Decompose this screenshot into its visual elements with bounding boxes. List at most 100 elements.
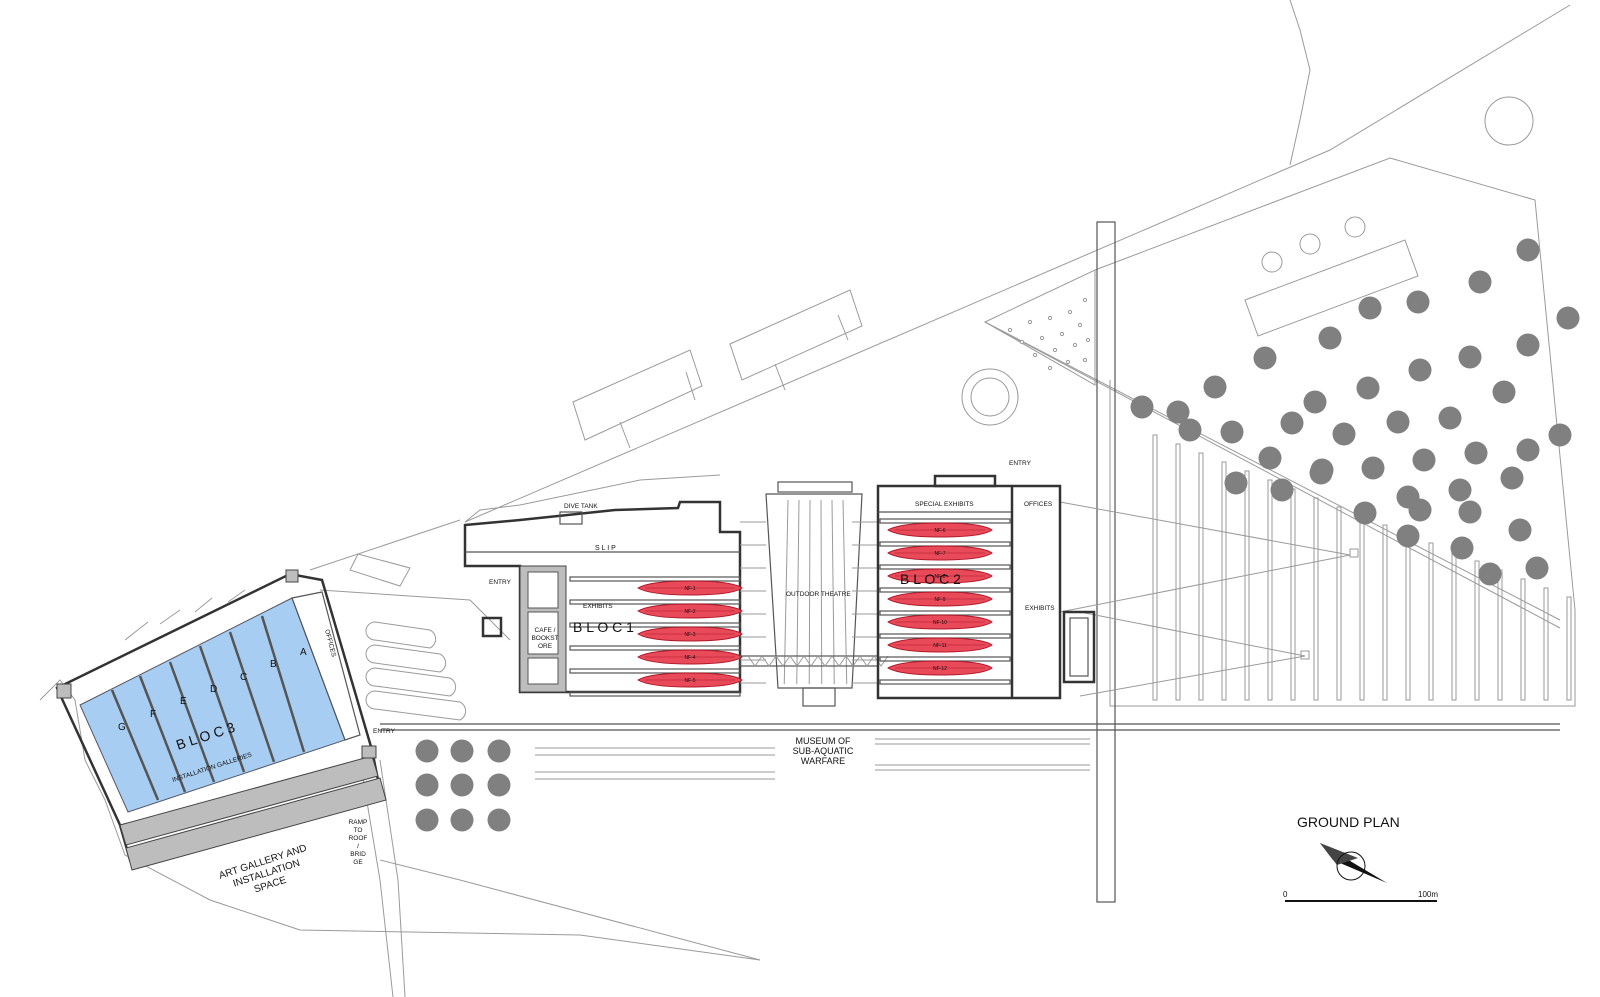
plaza-dot-3 bbox=[1067, 309, 1073, 315]
bloc2-row-6 bbox=[879, 656, 1011, 662]
bloc2-row-3 bbox=[879, 587, 1011, 593]
tree-7 bbox=[1253, 346, 1277, 370]
tree-lower-8 bbox=[487, 808, 511, 832]
entry-label-bloc3: ENTRY bbox=[373, 728, 396, 735]
gallery-letter-e: E bbox=[180, 696, 187, 707]
plaza-dot-14 bbox=[1082, 357, 1088, 363]
bloc2-row-4 bbox=[879, 610, 1011, 616]
museum-label-line1: MUSEUM OF bbox=[796, 736, 852, 746]
submarine-nf-9: NF-9 bbox=[887, 591, 993, 607]
theatre-line-4 bbox=[831, 499, 835, 685]
site-outlines bbox=[39, 0, 1576, 997]
tree-9 bbox=[1303, 390, 1327, 414]
cross-bridge-truss bbox=[831, 655, 847, 667]
outdoor-theatre-structure bbox=[739, 481, 889, 707]
plaza-dot-4 bbox=[1082, 297, 1088, 303]
theatre-line-2 bbox=[808, 499, 811, 685]
parking-line-14 bbox=[1474, 560, 1480, 701]
tree-23 bbox=[1258, 446, 1282, 470]
bloc2-label: B L O C 2 bbox=[900, 571, 961, 587]
bloc1-label: B L O C 1 bbox=[573, 619, 634, 635]
submarine-nf-8: NF-8 bbox=[887, 568, 993, 584]
tree-lower-6 bbox=[415, 808, 439, 832]
cross-bridge-truss bbox=[859, 655, 875, 667]
submarine-nf-11-label: NF-11 bbox=[933, 643, 947, 649]
parking-line-8 bbox=[1336, 506, 1342, 701]
tree-6 bbox=[1318, 326, 1342, 350]
dive-tank-label: DIVE TANK bbox=[564, 503, 598, 510]
ramp-label-line6: GE bbox=[353, 859, 363, 866]
submarine-nf-2: NF-2 bbox=[637, 603, 743, 619]
dive-tank bbox=[559, 511, 583, 525]
submarine-nf-10-label: NF-10 bbox=[933, 620, 947, 626]
cross-bridge-truss bbox=[803, 655, 819, 667]
parking-line-1 bbox=[1175, 443, 1181, 701]
tree-lower-7 bbox=[450, 808, 474, 832]
ramp-label-line2: TO bbox=[354, 827, 363, 834]
tree-11 bbox=[1408, 358, 1432, 382]
plaza-dot-5 bbox=[1019, 339, 1025, 345]
bloc2-row-0 bbox=[879, 518, 1011, 524]
exhibits-label-bloc1: EXHIBITS bbox=[583, 603, 613, 610]
plan-legend: GROUND PLAN 0 100m bbox=[1283, 814, 1438, 902]
tree-13 bbox=[1166, 400, 1190, 424]
slip-label: S L I P bbox=[595, 545, 616, 552]
submarine-nf-5-label: NF-5 bbox=[684, 678, 695, 684]
plaza-dot-9 bbox=[1032, 352, 1038, 358]
cafe-label-line1: CAFE / bbox=[535, 627, 556, 634]
plaza-dot-6 bbox=[1039, 335, 1045, 341]
tree-39 bbox=[1450, 536, 1474, 560]
bloc1-row-2 bbox=[569, 622, 741, 628]
submarine-nf-4-label: NF-4 bbox=[684, 655, 695, 661]
tree-17 bbox=[1386, 410, 1410, 434]
tree-14 bbox=[1220, 420, 1244, 444]
bloc2-row-2 bbox=[879, 564, 1011, 570]
gallery-letter-a: A bbox=[300, 647, 307, 658]
parking-line-4 bbox=[1244, 470, 1250, 701]
bloc1-row-5 bbox=[569, 691, 741, 697]
museum-label-line3: WARFARE bbox=[801, 756, 845, 766]
cross-bridge-truss bbox=[747, 655, 763, 667]
tree-lower-3 bbox=[415, 773, 439, 797]
cross-bridge-truss bbox=[845, 655, 861, 667]
tree-lower-5 bbox=[487, 773, 511, 797]
offices-label-bloc2: OFFICES bbox=[1024, 501, 1053, 508]
submarine-nf-1: NF-1 bbox=[637, 580, 743, 596]
gallery-divider-3 bbox=[198, 645, 246, 773]
plaza-dot-0 bbox=[1007, 327, 1013, 333]
plaza-dot-7 bbox=[1059, 331, 1065, 337]
parking-line-17 bbox=[1543, 587, 1549, 701]
tree-16 bbox=[1332, 422, 1356, 446]
parking-line-5 bbox=[1267, 479, 1273, 701]
tree-1 bbox=[1468, 270, 1492, 294]
trees-grove bbox=[415, 238, 1580, 832]
submarine-nf-12: NF-12 bbox=[887, 660, 993, 676]
tree-34 bbox=[1353, 501, 1377, 525]
parking-line-0 bbox=[1152, 434, 1158, 701]
cross-bridge-truss bbox=[761, 655, 777, 667]
tree-lower-2 bbox=[487, 739, 511, 763]
tree-28 bbox=[1516, 438, 1540, 462]
parking-line-11 bbox=[1405, 533, 1411, 701]
bloc1-row-4 bbox=[569, 668, 741, 674]
submarine-nf-1-label: NF-1 bbox=[684, 586, 695, 592]
parking-line-9 bbox=[1359, 515, 1365, 701]
submarine-nf-3: NF-3 bbox=[637, 626, 743, 642]
gallery-letter-g: G bbox=[118, 722, 126, 733]
plaza-dots bbox=[1007, 297, 1091, 371]
plaza-dot-12 bbox=[1047, 365, 1053, 371]
plaza-dot-8 bbox=[1077, 322, 1083, 328]
submarine-nf-9-label: NF-9 bbox=[934, 597, 945, 603]
parking-line-7 bbox=[1313, 497, 1319, 701]
tree-41 bbox=[1525, 556, 1549, 580]
plaza-dot-10 bbox=[1052, 347, 1058, 353]
tree-5 bbox=[1358, 296, 1382, 320]
tree-15 bbox=[1280, 411, 1304, 435]
tree-2 bbox=[1556, 306, 1580, 330]
cafe-label-line3: ORE bbox=[538, 643, 553, 650]
parking-line-12 bbox=[1428, 542, 1434, 701]
bloc2-row-5 bbox=[879, 633, 1011, 639]
bloc3-building bbox=[55, 569, 387, 871]
tree-33 bbox=[1500, 466, 1524, 490]
tree-40 bbox=[1478, 562, 1502, 586]
